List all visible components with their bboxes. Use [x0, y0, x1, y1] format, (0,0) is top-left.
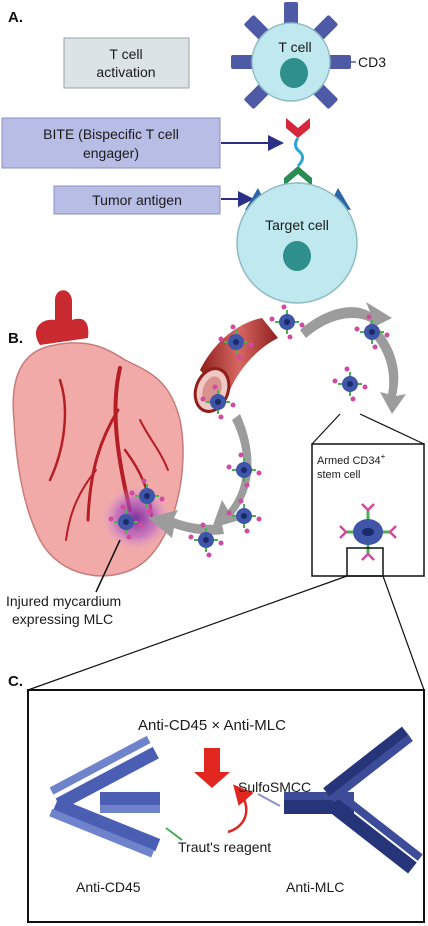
- injury-leader-line: [95, 539, 121, 593]
- zoom-line-left: [27, 575, 348, 691]
- tumor-antigen-box: Tumor antigen: [53, 185, 221, 215]
- tumor-antigen-label: Tumor antigen: [92, 192, 182, 208]
- red-curved-arrow: [227, 784, 254, 834]
- heart: [12, 290, 184, 577]
- stem-cell: [226, 452, 262, 488]
- stem-cell: [226, 498, 262, 534]
- cd3-label: CD3: [358, 54, 386, 70]
- armed-cell-box: Armed CD34+ stem cell: [311, 413, 425, 577]
- stem-cell: [332, 366, 368, 402]
- sulfosmcc-label: SulfoSMCC: [238, 779, 311, 795]
- zoom-box: [346, 547, 384, 577]
- target-cell: Target cell: [236, 182, 358, 304]
- anti-mlc-antibody: [284, 726, 423, 874]
- zoom-line-right: [382, 575, 425, 691]
- target-cell-label: Target cell: [265, 217, 329, 233]
- stem-cell: [108, 504, 144, 540]
- panel-c-label: C.: [8, 673, 23, 690]
- t-cell-label: T cell: [278, 39, 311, 55]
- bite-molecule: [284, 118, 312, 186]
- t-cell: T cell: [231, 2, 351, 109]
- stem-cell: [188, 522, 224, 558]
- bite-line1: BITE (Bispecific T cell: [43, 126, 179, 142]
- t-cell-activation-line1: T cell: [109, 46, 142, 62]
- red-down-arrow: [194, 748, 230, 788]
- large-stem-cell: [339, 503, 397, 561]
- injured-line1: Injured mycardium: [6, 593, 121, 609]
- trauts-label: Traut's reagent: [178, 839, 271, 855]
- sulfosmcc-linker: [257, 793, 281, 807]
- armed-cell-line2: stem cell: [317, 469, 360, 481]
- t-cell-activation-box: T cell activation: [63, 37, 190, 89]
- anti-cd45-antibody: [49, 735, 161, 858]
- bite-line2: engager): [83, 145, 139, 161]
- armed-stem-cells: [108, 304, 390, 558]
- armed-cell-line1: Armed CD34+: [317, 452, 386, 467]
- stem-cell: [269, 304, 305, 340]
- anti-cd45-label: Anti-CD45: [76, 879, 141, 895]
- injured-line2: expressing MLC: [12, 611, 113, 627]
- stem-cell: [129, 478, 165, 514]
- stem-cell: [354, 314, 390, 350]
- injury-region: [102, 486, 170, 550]
- panel-a-label: A.: [8, 9, 23, 26]
- conjugate-label: Anti-CD45 × Anti-MLC: [138, 717, 286, 734]
- bite-box: BITE (Bispecific T cell engager): [1, 117, 221, 169]
- stem-cell: [218, 324, 254, 360]
- trauts-linker: [165, 827, 183, 841]
- t-cell-activation-line2: activation: [96, 64, 155, 80]
- panel-b-label: B.: [8, 330, 23, 347]
- stem-cell: [200, 384, 236, 420]
- anti-mlc-label: Anti-MLC: [286, 879, 344, 895]
